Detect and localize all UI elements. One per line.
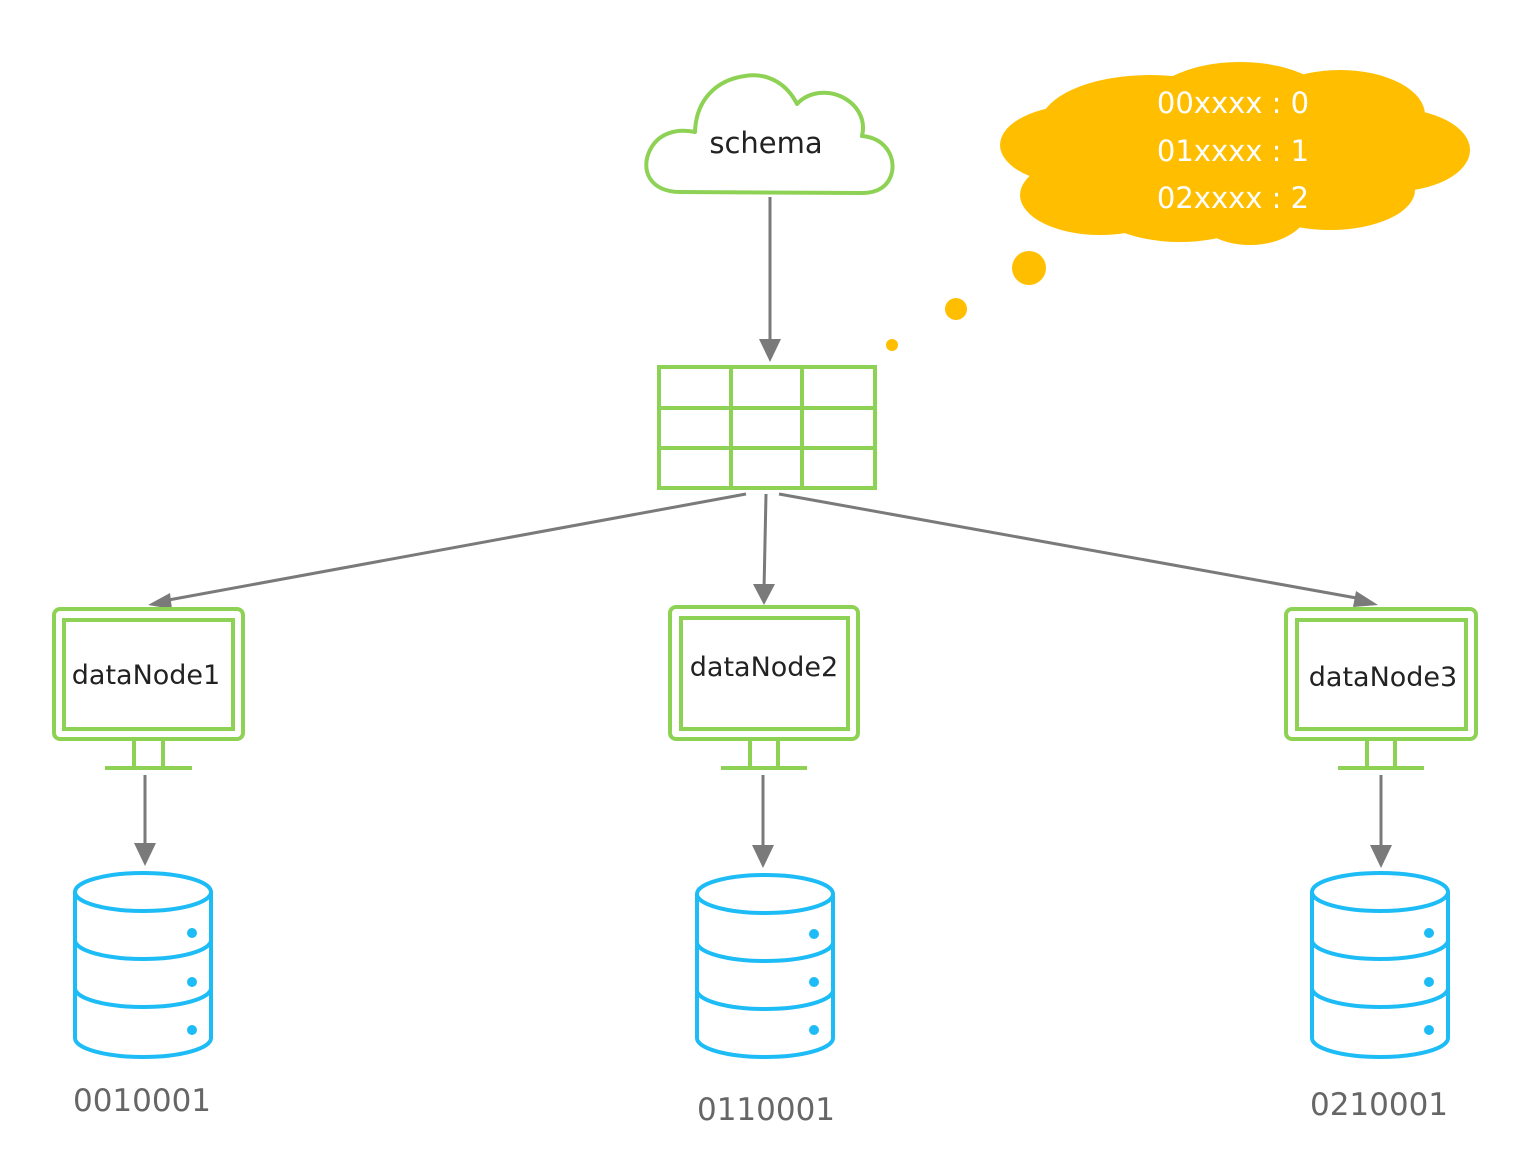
datanode-2: dataNode2 0110001 <box>668 605 860 1128</box>
arrowhead <box>759 339 781 362</box>
thought-line-1: 00xxxx : 0 <box>1157 86 1309 120</box>
thought-dot-medium <box>945 298 967 320</box>
arrowhead <box>1353 591 1378 607</box>
database-icon <box>73 871 213 1059</box>
thought-cloud-icon <box>1000 62 1470 245</box>
thought-line-2: 01xxxx : 1 <box>1157 134 1309 168</box>
monitor-icon <box>1284 607 1478 770</box>
arrowhead <box>148 593 172 609</box>
schema-node: schema <box>644 73 895 195</box>
arrowhead <box>752 845 774 868</box>
thought-dot-large <box>1012 251 1046 285</box>
cloud-icon <box>644 73 895 195</box>
datanode-1: dataNode1 0010001 <box>52 607 245 1119</box>
datanode-label: dataNode1 <box>72 660 220 691</box>
edge-table-to-datanode2 <box>762 493 768 591</box>
datanode-3: dataNode3 0210001 <box>1284 607 1478 1123</box>
arrowhead <box>1370 845 1392 868</box>
arrowhead <box>753 584 775 605</box>
database-icon <box>1310 871 1450 1059</box>
thought-line-3: 02xxxx : 2 <box>1157 181 1309 215</box>
database-label: 0110001 <box>697 1092 835 1128</box>
database-label: 0210001 <box>1310 1087 1448 1123</box>
datanode-label: dataNode2 <box>690 652 838 683</box>
monitor-icon <box>668 605 860 770</box>
thought-dot-small <box>886 339 898 351</box>
monitor-icon <box>52 607 245 770</box>
database-icon <box>695 873 835 1059</box>
arrowhead <box>134 843 156 866</box>
table-grid-icon <box>657 365 877 490</box>
thought-bubble: 00xxxx : 0 01xxxx : 1 02xxxx : 2 <box>886 62 1470 351</box>
datanode-label: dataNode3 <box>1309 662 1457 693</box>
schema-label: schema <box>709 126 822 160</box>
database-label: 0010001 <box>73 1083 211 1119</box>
edge-table-to-datanode3 <box>778 492 1363 601</box>
edge-table-to-datanode1 <box>162 492 747 603</box>
